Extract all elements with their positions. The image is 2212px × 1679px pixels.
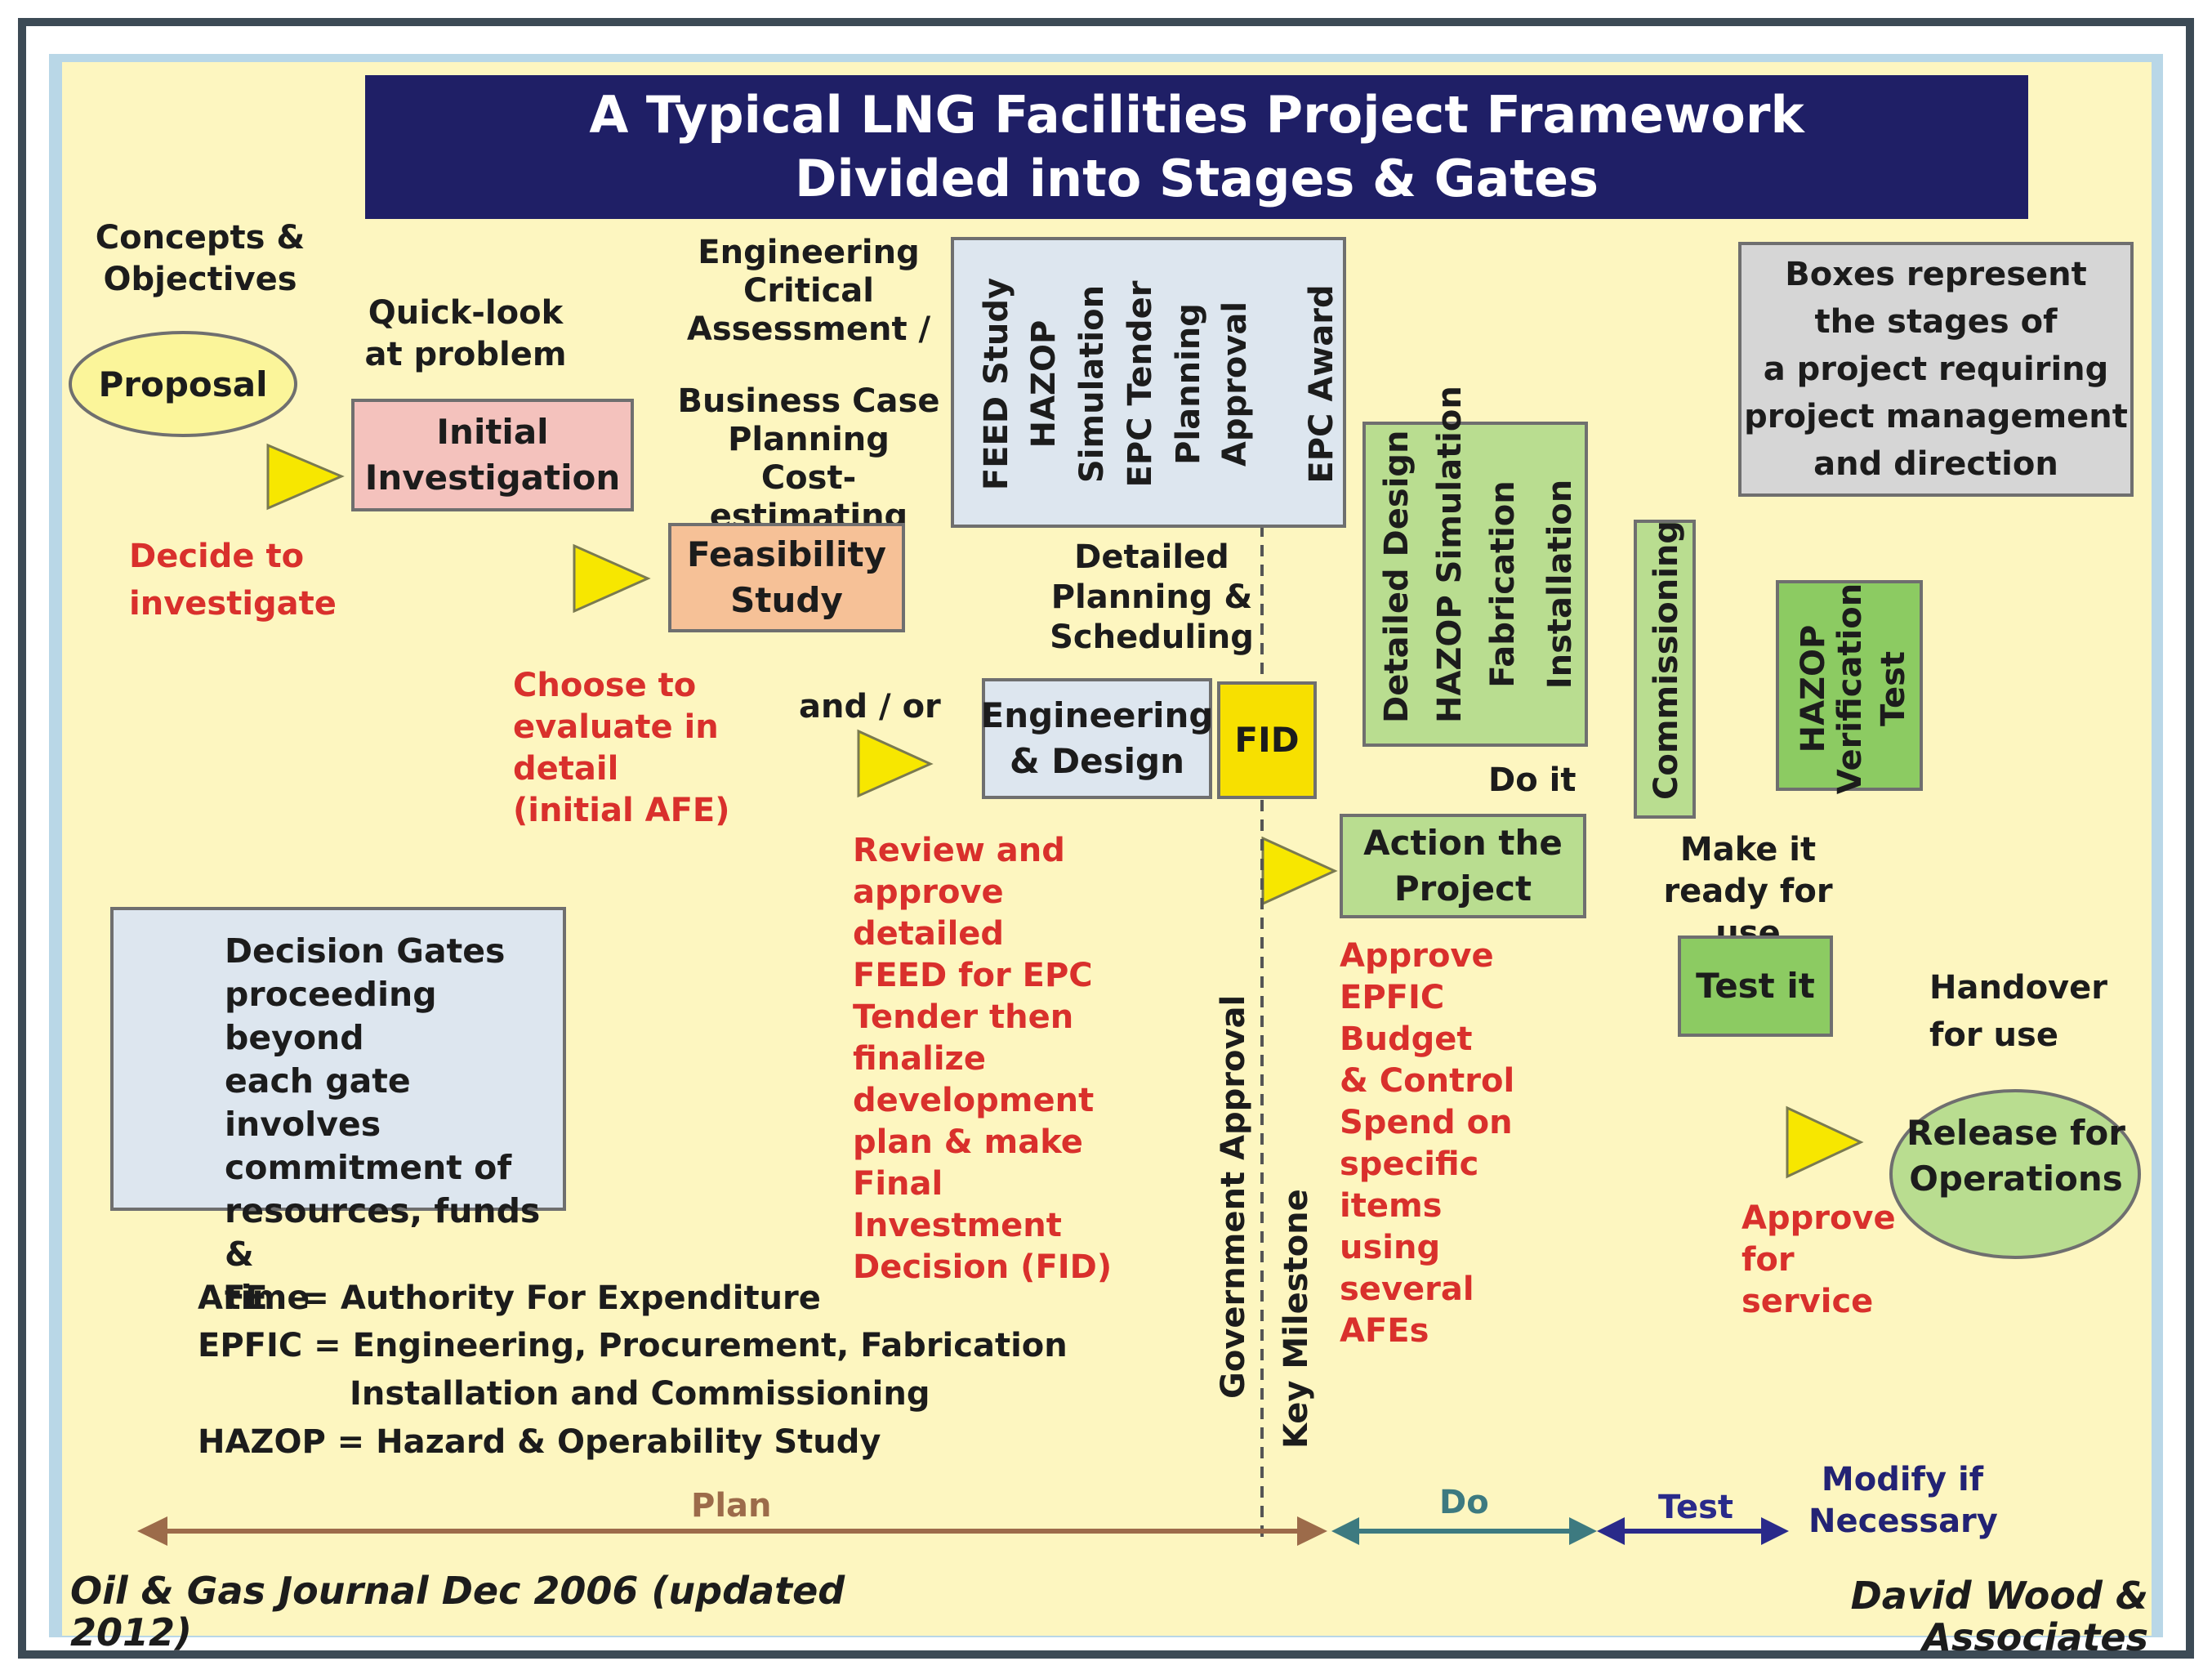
abbrev-afe: AFE = Authority For Expenditure (198, 1279, 821, 1317)
abbrev-epfic: EPFIC = Engineering, Procurement, Fabric… (198, 1327, 1068, 1364)
design-col-1: Detailed Design (1378, 430, 1416, 723)
feed-col-7: EPC Award (1303, 284, 1340, 484)
do-arrow-left (1331, 1517, 1359, 1545)
legend-box-text: Boxes represent the stages of a project … (1744, 256, 2128, 483)
abbrev-epfic-cont: Installation and Commissioning (350, 1375, 930, 1413)
decide-label: Decide to investigate (129, 538, 337, 623)
action-box: Action the Project (1340, 814, 1586, 918)
release-ellipse (1889, 1089, 2141, 1259)
business-label: Business Case Planning Cost-estimating (677, 382, 940, 535)
feasibility-box: Feasibility Study (668, 523, 905, 632)
hazop-box (1776, 580, 1923, 791)
phase-modify: Modify if Necessary (1808, 1461, 1998, 1540)
test-it-box: Test it (1678, 936, 1833, 1037)
proposal-text: Proposal (98, 364, 268, 404)
hazop-col-3: Test (1875, 650, 1912, 727)
handover-label: Handover for use (1929, 969, 2107, 1054)
phase-plan: Plan (691, 1487, 772, 1525)
design-col-4: Installation (1541, 479, 1579, 690)
gates-legend-text: Decision Gates proceeding beyond each ga… (225, 931, 541, 1317)
phase-test: Test (1658, 1489, 1734, 1526)
abbrev-hazop: HAZOP = Hazard & Operability Study (198, 1423, 881, 1461)
and-or-label: and / or (799, 688, 941, 726)
proposal-node: Proposal (91, 356, 274, 413)
test-it-text: Test it (1696, 966, 1815, 1006)
gate-triangle-3 (857, 729, 934, 798)
initial-investigation-box: Initial Investigation (351, 399, 634, 511)
hazop-col-2: Verification (1831, 583, 1869, 795)
commissioning-box (1634, 520, 1696, 819)
design-col-2: HAZOP Simulation (1431, 386, 1469, 723)
action-text: Action the Project (1363, 823, 1563, 909)
choose-label: Choose to evaluate in detail (initial AF… (513, 667, 730, 829)
test-arrow-right (1761, 1517, 1789, 1545)
feed-col-4: EPC Tender (1122, 280, 1159, 488)
title-banner: A Typical LNG Facilities Project Framewo… (365, 75, 2028, 219)
engineering-text: Engineering & Design (980, 695, 1214, 781)
gate-triangle-5 (1786, 1105, 1864, 1179)
feed-col-3: Simulation (1073, 284, 1111, 484)
feed-col-5: Planning (1170, 303, 1207, 465)
release-text: Release for Operations (1907, 1113, 2125, 1199)
feasibility-text: Feasibility Study (687, 534, 886, 620)
milestone-label-2: Key Milestone (1278, 1189, 1315, 1449)
detailed-planning-label: Detailed Planning & Scheduling (1050, 538, 1254, 656)
title-line-1: A Typical LNG Facilities Project Framewo… (589, 85, 1804, 145)
milestone-label-1: Government Approval (1215, 994, 1252, 1399)
fid-text: FID (1234, 720, 1300, 760)
feed-col-6: Approval (1216, 301, 1254, 467)
gate-triangle-4 (1261, 836, 1338, 906)
footer-right: David Wood & Associates (1850, 1574, 2148, 1659)
plan-arrow-right (1297, 1516, 1327, 1546)
legend-box: Boxes represent the stages of a project … (1738, 242, 2134, 497)
gates-legend-box (110, 907, 566, 1211)
service-label: Approve for service (1742, 1199, 1896, 1320)
design-box (1362, 422, 1588, 747)
initial-investigation-text: Initial Investigation (364, 412, 621, 498)
gate-triangle-2 (573, 543, 651, 614)
review-label: Review and approve detailed FEED for EPC… (853, 832, 1113, 1286)
design-col-3: Fabrication (1484, 480, 1522, 688)
title-line-2: Divided into Stages & Gates (794, 149, 1599, 208)
gate-triangle-1 (266, 443, 345, 511)
test-arrow-left (1597, 1517, 1625, 1545)
feed-col-1: FEED Study (978, 277, 1015, 491)
eng-crit-label: Engineering Critical Assessment / (686, 234, 931, 348)
epfic-label: Approve EPFIC Budget & Control Spend on … (1340, 937, 1515, 1350)
phase-do: Do (1439, 1484, 1489, 1521)
engineering-box: Engineering & Design (980, 678, 1214, 799)
release-node: Release for Operations (1893, 1111, 2138, 1201)
do-arrow-right (1569, 1517, 1597, 1545)
concepts-label: Concepts & Objectives (95, 219, 305, 298)
proposal-ellipse (69, 331, 297, 437)
outer-frame (18, 18, 2194, 1659)
fid-box: FID (1217, 681, 1317, 799)
do-it-label: Do it (1488, 761, 1576, 799)
feed-col-2: HAZOP (1025, 319, 1063, 449)
footer-left: Oil & Gas Journal Dec 2006 (updated 2012… (70, 1569, 845, 1654)
quicklook-label: Quick-look at problem (364, 294, 567, 373)
feed-box (951, 237, 1346, 528)
commissioning-text: Commissioning (1648, 520, 1685, 800)
plan-arrow-left (137, 1516, 167, 1546)
hazop-col-1: HAZOP (1795, 624, 1832, 753)
